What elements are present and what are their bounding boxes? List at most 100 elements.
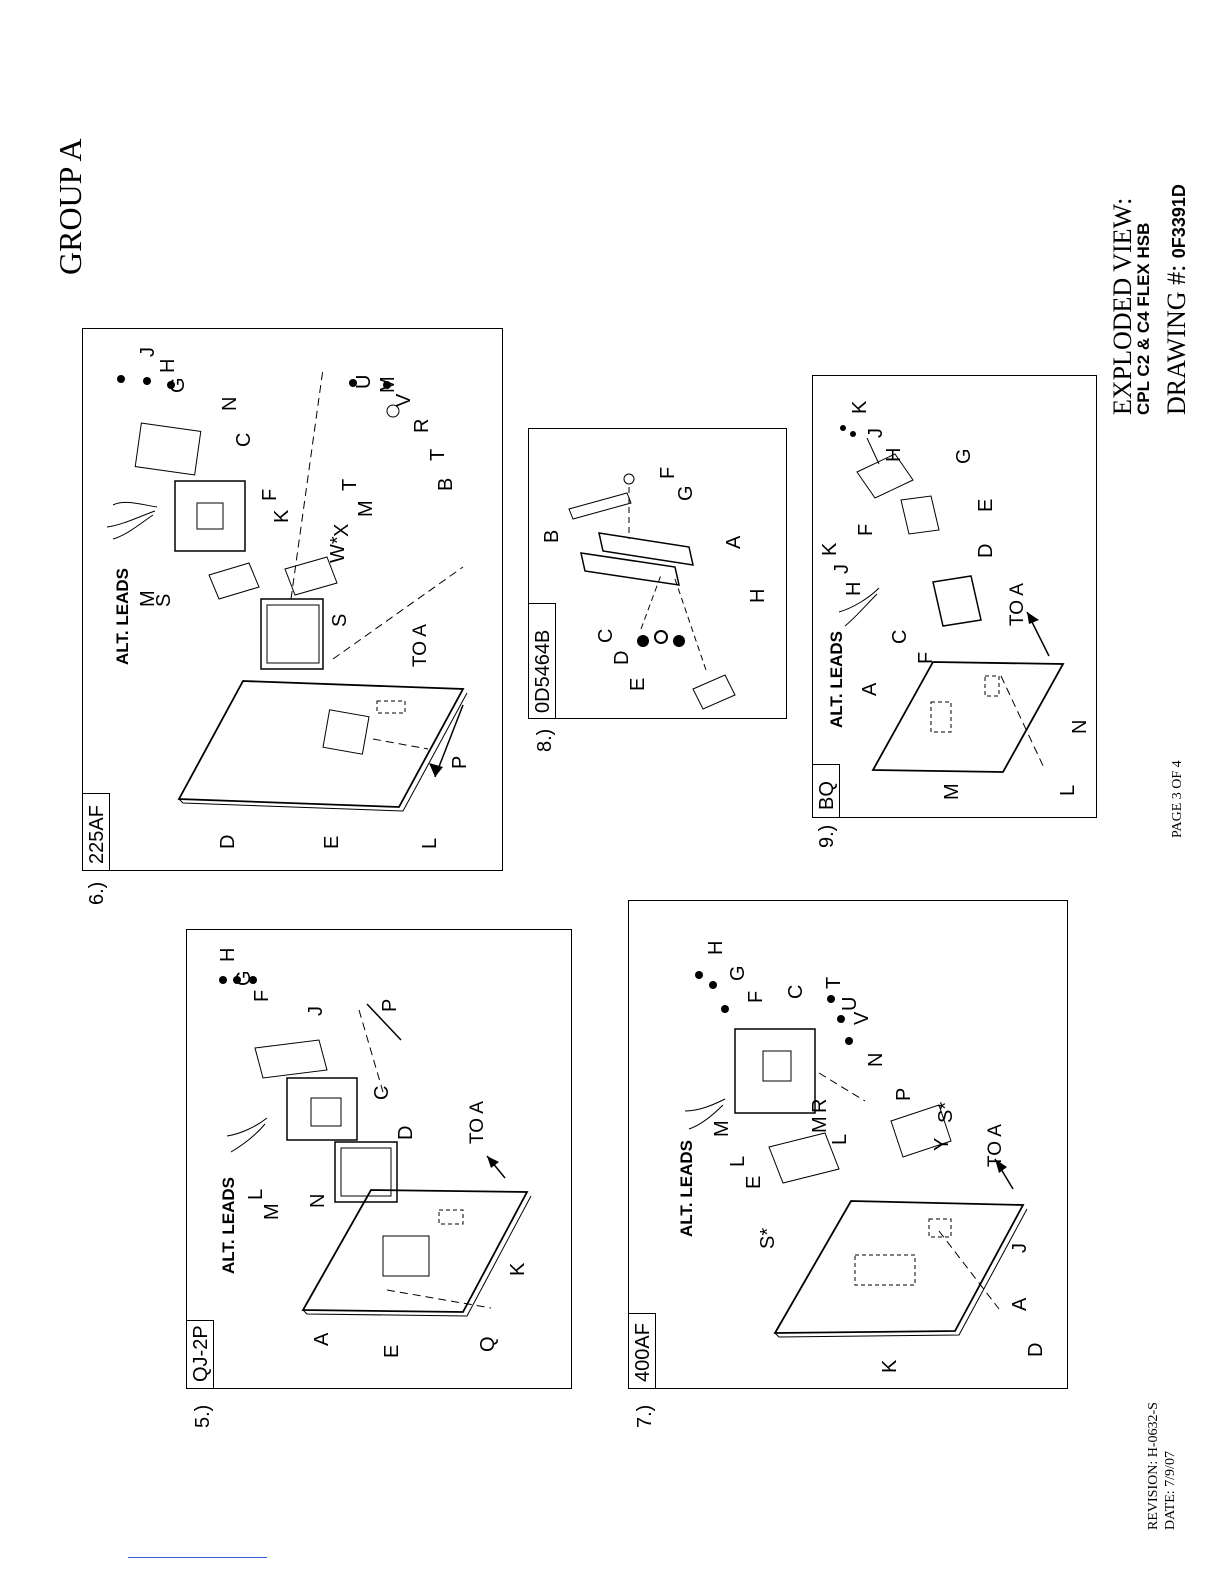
p5-to-a-label: TO A: [467, 1101, 488, 1144]
panel-9-number: 9.): [816, 824, 838, 848]
p6-callout-P: P: [449, 755, 471, 769]
p7-callout-H: H: [705, 940, 727, 955]
group-title: GROUP A: [52, 138, 88, 275]
p5-callout-F: F: [251, 989, 273, 1002]
p9-callout-H-mid: H: [843, 581, 865, 596]
panel-qj2p: QJ-2P H G F J P C D N M L A E Q K TO A A…: [186, 929, 572, 1389]
p5-callout-M: M: [261, 1203, 283, 1220]
p8-callout-B: B: [541, 529, 563, 543]
p6-callout-F: F: [259, 488, 281, 501]
panel-400af-tag: [628, 1313, 656, 1389]
p6-callout-D: S: [329, 613, 351, 627]
p7-callout-M-right: M: [809, 1116, 831, 1133]
p6-callout-M-right: M: [377, 376, 399, 393]
p6-callout-V: V: [393, 393, 415, 407]
panel-6-number: 6.): [86, 881, 108, 905]
p6-callout-K: K: [271, 509, 293, 523]
p7-callout-R: R: [809, 1098, 831, 1113]
p9-callout-F-low: F: [915, 651, 937, 664]
p7-callout-C: C: [785, 984, 807, 999]
panel-0d5464b: 0D5464B B F G A H C D E: [528, 428, 787, 719]
p6-callout-J: J: [137, 347, 159, 357]
date-label: DATE: 7/9/07: [1163, 1451, 1178, 1530]
p9-callout-H-top: H: [883, 447, 905, 462]
p7-callout-J: J: [1009, 1243, 1031, 1253]
panel-5-number: 5.): [192, 1404, 214, 1428]
p9-to-a-label: TO A: [1007, 583, 1028, 626]
p7-callout-K: K: [879, 1359, 901, 1373]
p8-callout-A: A: [723, 535, 745, 549]
p7-alt-leads-label: ALT. LEADS: [677, 1140, 696, 1237]
p6-callout-H: H: [157, 358, 179, 373]
p6-callout-T-left: T: [339, 478, 361, 491]
p7-callout-V: V: [851, 1011, 873, 1025]
p9-callout-K-top: K: [849, 400, 871, 414]
p8-callout-D: D: [611, 650, 633, 665]
p9-alt-leads-label: ALT. LEADS: [827, 631, 846, 728]
drawing-number-line: DRAWING #: 0F3391D: [1162, 184, 1192, 415]
p6-alt-leads-label: ALT. LEADS: [113, 568, 132, 665]
p6-callout-Wstar: W*: [327, 536, 349, 563]
panel-400af-drawing: [684, 971, 1028, 1338]
panel-400af: 400AF H G F C T U V N R M L M L E P S* Y…: [628, 900, 1068, 1389]
page-indicator: PAGE 3 OF 4: [1170, 760, 1185, 838]
p6-callout-R: R: [411, 418, 433, 433]
p8-callout-F: F: [657, 466, 679, 479]
p7-to-a-label: TO A: [985, 1124, 1006, 1167]
p9-callout-J-mid: J: [831, 564, 853, 574]
p6-callout-C: C: [233, 432, 255, 447]
p5-callout-K: K: [507, 1262, 529, 1276]
panel-225af: 225AF D E L P TO A S W* X K F C: [82, 328, 503, 871]
p9-callout-D: D: [975, 543, 997, 558]
p6-callout-A: D: [217, 834, 239, 849]
p7-callout-Sstar-right: S*: [935, 1101, 957, 1123]
p5-callout-P: P: [379, 998, 401, 1012]
mounting-plate-shape: [177, 680, 465, 808]
p5-callout-J: J: [305, 1006, 327, 1016]
p9-callout-A: A: [859, 682, 881, 696]
p8-callout-G: G: [675, 485, 697, 501]
p7-callout-Sstar-left: S*: [757, 1227, 779, 1249]
p6-callout-M-mid: M: [355, 500, 377, 517]
p9-callout-L: L: [1057, 784, 1079, 796]
p9-callout-M: M: [941, 783, 963, 800]
p6-callout-E: E: [321, 835, 343, 849]
p5-callout-H: H: [217, 947, 239, 962]
p6-callout-N: N: [219, 396, 241, 411]
p8-callout-H: H: [747, 588, 769, 603]
p7-callout-P: P: [893, 1087, 915, 1101]
footer-link-underline: [128, 1557, 267, 1558]
p9-callout-F-top: F: [855, 523, 877, 536]
panel-bq-drawing: [838, 425, 1065, 773]
p7-callout-M-left: M: [711, 1120, 733, 1137]
p5-callout-D: D: [395, 1125, 417, 1140]
p5-callout-A: A: [311, 1332, 333, 1346]
p5-alt-leads-label: ALT. LEADS: [219, 1177, 238, 1274]
panel-225af-tag: [82, 793, 110, 871]
panel-qj2p-drawing: [219, 976, 532, 1317]
model-line: CPL C2 & C4 FLEX HSB: [1134, 222, 1153, 415]
p7-callout-U: U: [839, 996, 861, 1011]
p6-callout-U: U: [353, 374, 375, 389]
p7-callout-E: E: [743, 1175, 765, 1189]
panel-bq-tag: [812, 764, 840, 818]
panel-bq: BQ K J H G E D F K J H F C A M L N TO A …: [812, 375, 1097, 818]
p9-callout-K-mid: K: [819, 542, 841, 556]
panel-qj2p-tag: [186, 1320, 214, 1389]
p7-callout-D: D: [1025, 1342, 1047, 1357]
p9-callout-N: N: [1069, 719, 1091, 734]
p5-callout-Q: Q: [477, 1336, 499, 1352]
p5-callout-N: N: [307, 1193, 329, 1208]
p7-callout-N: N: [865, 1052, 887, 1067]
p8-callout-C: C: [595, 628, 617, 643]
p9-callout-C: C: [889, 629, 911, 644]
p7-callout-L-right: L: [829, 1133, 851, 1145]
p7-callout-F: F: [745, 990, 767, 1003]
p9-callout-E: E: [975, 498, 997, 512]
panel-7-number: 7.): [634, 1404, 656, 1428]
p6-callout-G: G: [167, 377, 189, 393]
panel-8-number: 8.): [534, 728, 556, 752]
p6-to-a-label: TO A: [410, 624, 431, 667]
p6-callout-S-left: S: [153, 593, 175, 607]
revision-label: REVISION: H-0632-S: [1146, 1402, 1161, 1530]
